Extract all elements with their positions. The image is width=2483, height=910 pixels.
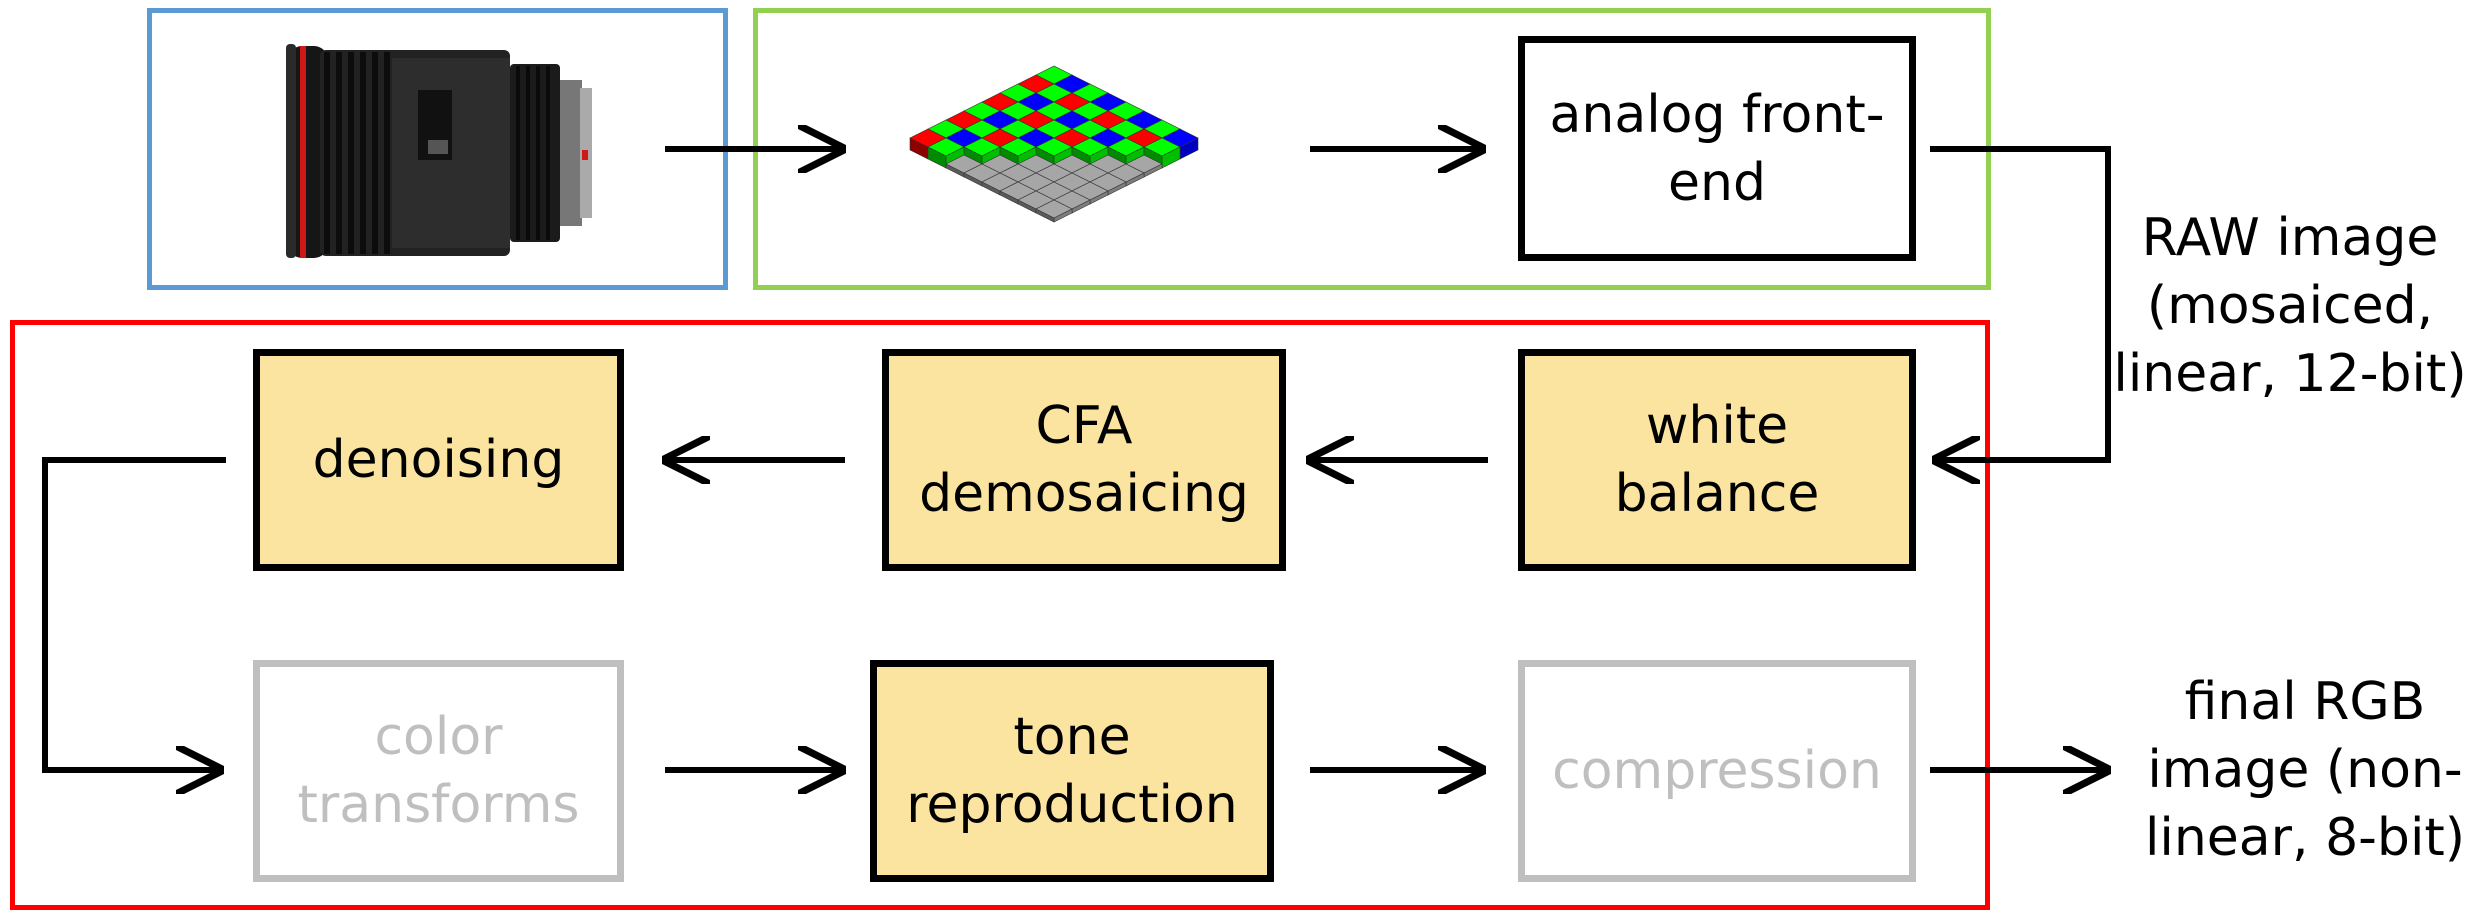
final-image-annotation: final RGB image (non- linear, 8-bit) [2144,672,2466,868]
camera-lens-image [286,44,592,258]
cfa-demosaicing-label: CFA demosaicing [919,396,1249,524]
compression-label: compression [1552,741,1882,801]
white-balance-label: white balance [1614,396,1820,524]
color-transforms-block: color transforms [253,660,624,882]
compression-block: compression [1518,660,1916,882]
denoising-label: denoising [312,430,565,490]
white-balance-block: white balance [1518,349,1916,571]
arrow-afe-to-white-balance [1930,146,2111,460]
cfa-demosaicing-block: CFA demosaicing [882,349,1286,571]
denoising-block: denoising [253,349,624,571]
bayer-cfa-sensor-image [909,65,1199,223]
raw-image-annotation: RAW image (mosaiced, linear, 12-bit) [2113,208,2467,404]
analog-front-end-block: analog front- end [1518,36,1916,261]
analog-front-end-label: analog front- end [1549,84,1885,213]
arrow-denoise-to-color [42,457,226,770]
tone-reproduction-block: tone reproduction [870,660,1274,882]
color-transforms-label: color transforms [297,707,580,835]
tone-reproduction-label: tone reproduction [906,707,1238,835]
